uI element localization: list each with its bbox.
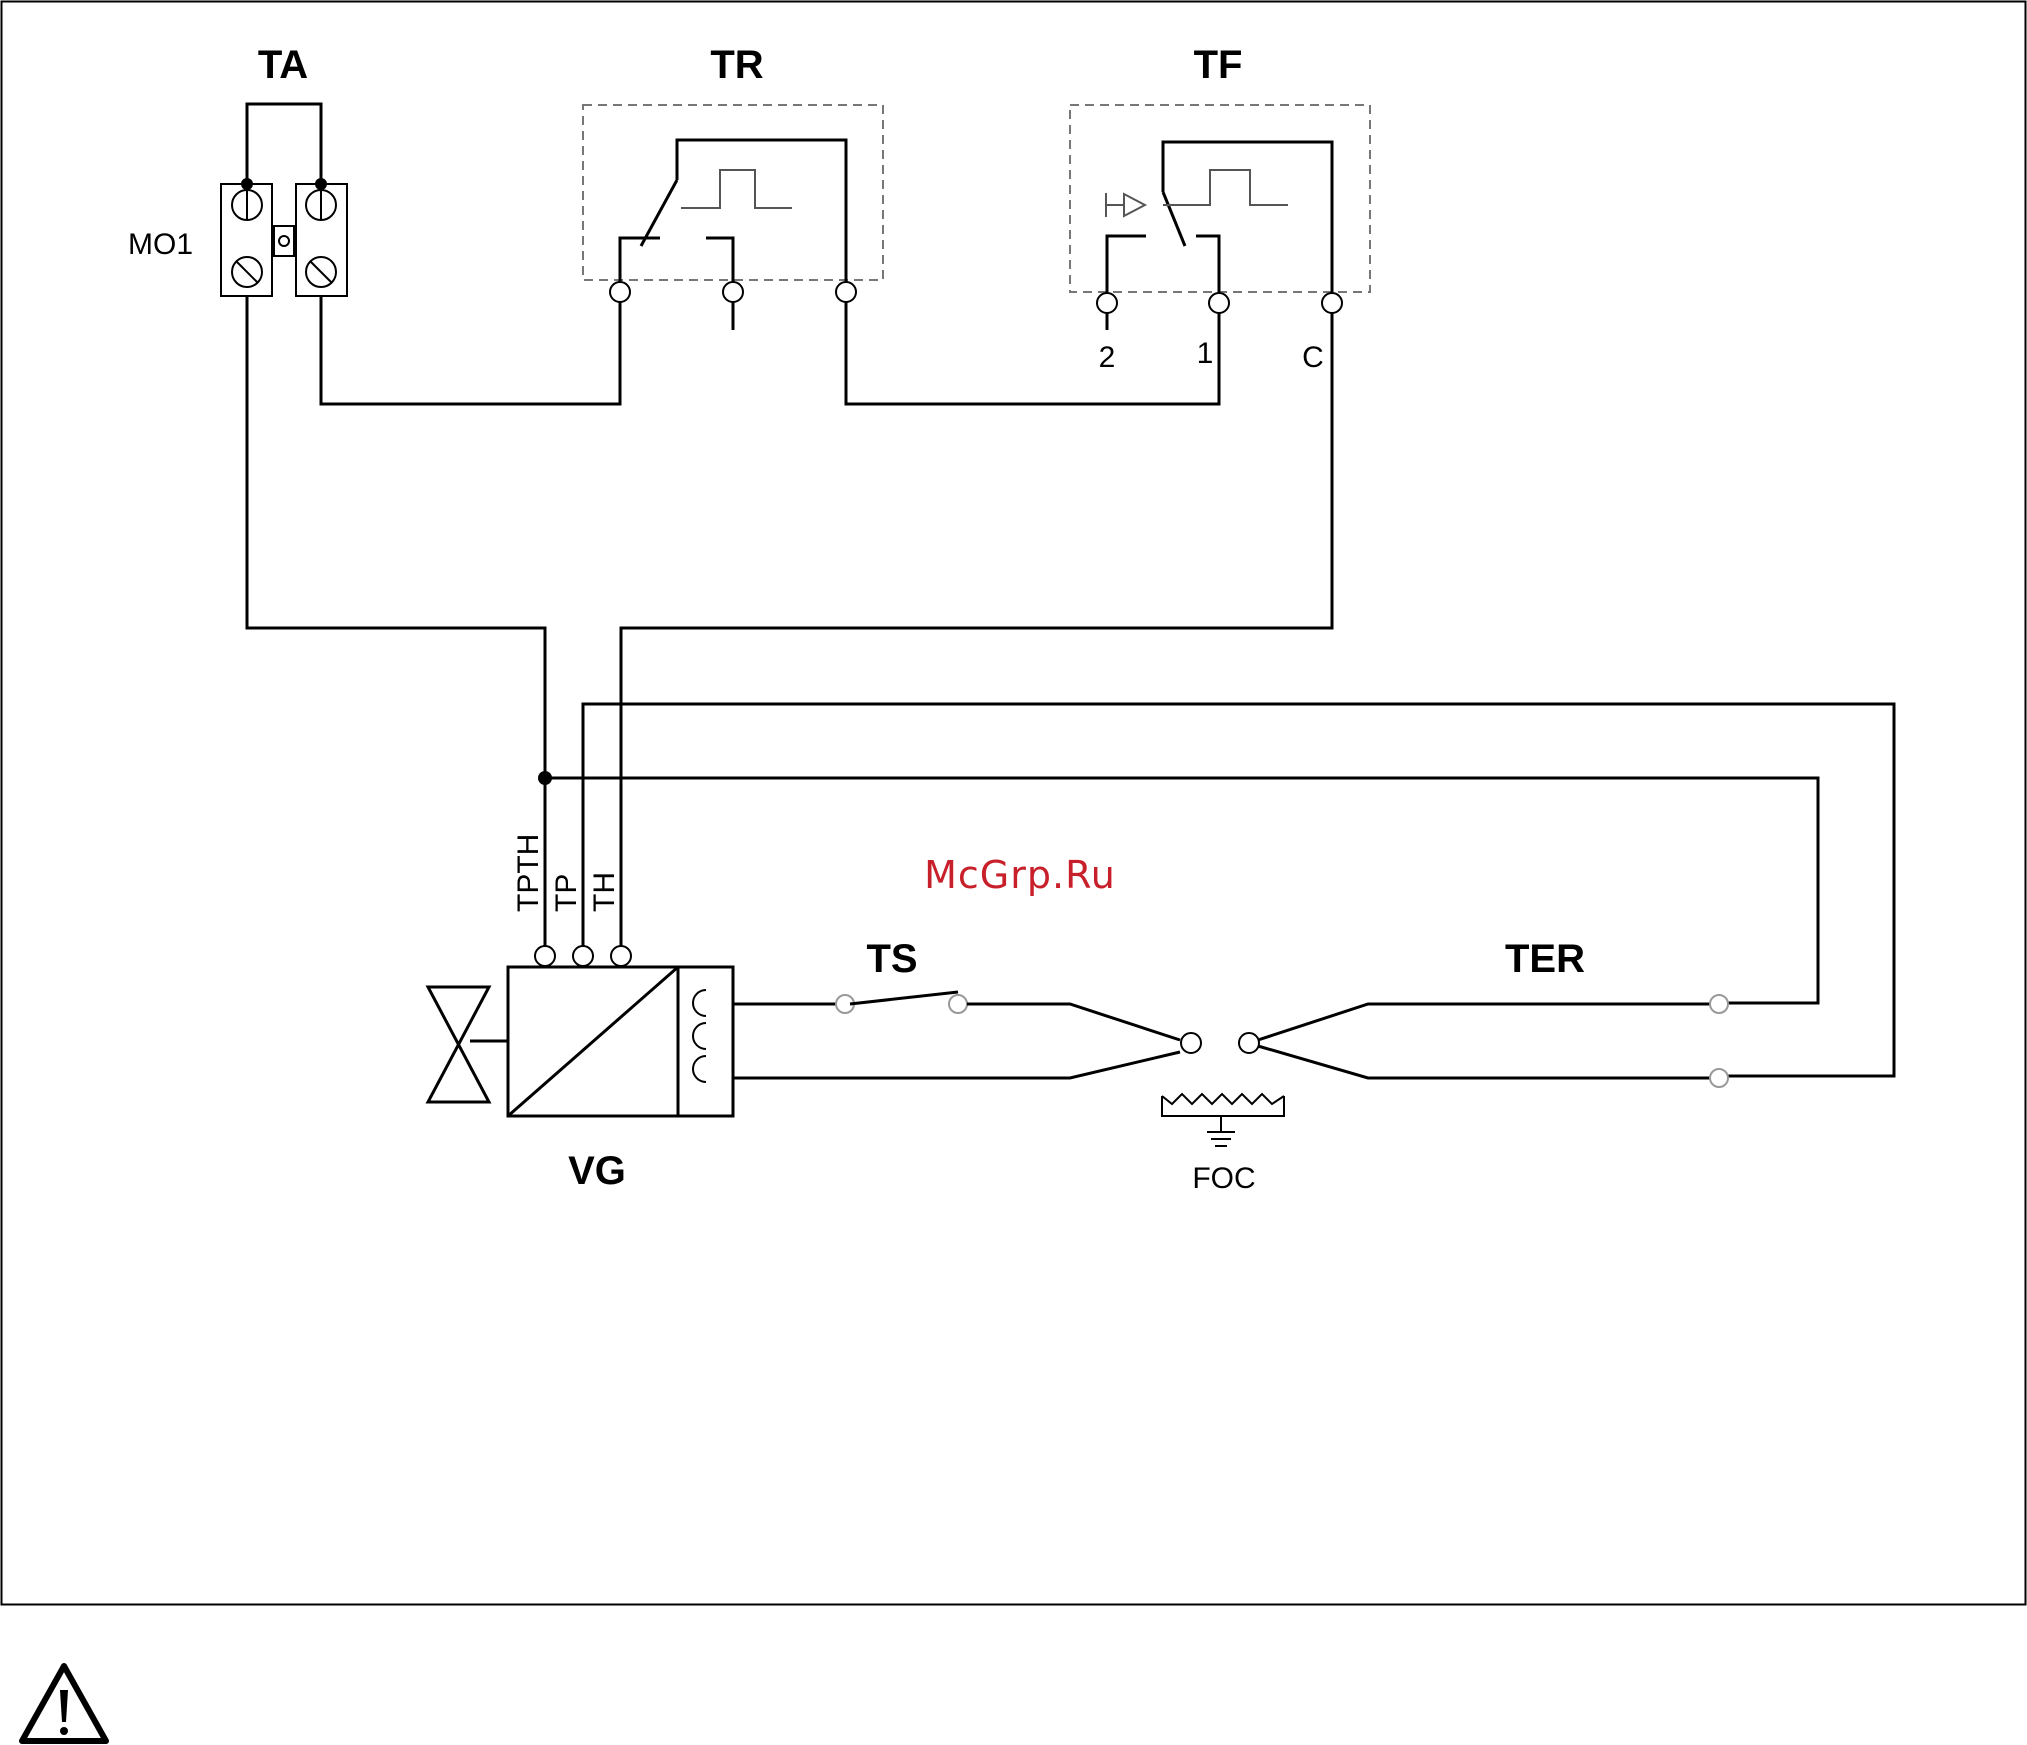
label-ter: TER bbox=[1505, 937, 1585, 981]
wire-tf-th bbox=[621, 313, 1332, 946]
label-tf-terminal-c: C bbox=[1302, 341, 1324, 374]
label-tpth: TPTH bbox=[512, 834, 545, 912]
foc-burner-electrodes bbox=[1162, 1033, 1284, 1146]
ta-wire-bridge bbox=[247, 104, 321, 184]
label-tf: TF bbox=[1194, 43, 1243, 87]
ts-safety-switch bbox=[733, 992, 1180, 1040]
tf-switch bbox=[1097, 142, 1342, 330]
warning-triangle-icon bbox=[22, 1666, 106, 1741]
watermark: McGrp.Ru bbox=[924, 853, 1116, 897]
mo1-terminal-block bbox=[221, 178, 347, 296]
diagram-frame bbox=[2, 2, 2026, 1605]
vg-gas-valve bbox=[428, 946, 733, 1116]
tpth-junction-dot bbox=[538, 771, 552, 785]
tr-switch bbox=[610, 140, 856, 330]
wire-tp-ter-outer bbox=[583, 704, 1894, 1076]
wire-tr-tf bbox=[846, 302, 1219, 404]
label-tr: TR bbox=[710, 43, 763, 87]
wire-ta-tpth bbox=[247, 296, 545, 946]
wire-ta-tr bbox=[321, 296, 620, 404]
label-tf-terminal-2: 2 bbox=[1099, 341, 1116, 374]
label-vg: VG bbox=[568, 1149, 626, 1193]
label-tf-terminal-1: 1 bbox=[1197, 337, 1214, 370]
label-mo1: MO1 bbox=[128, 228, 193, 261]
label-foc: FOC bbox=[1192, 1162, 1255, 1195]
wire-tpth-ter-inner bbox=[545, 778, 1818, 1003]
label-th: TH bbox=[588, 872, 621, 912]
ter-electrode-wiring bbox=[1258, 995, 1728, 1087]
wire-vg-foc-lower bbox=[733, 1052, 1180, 1078]
label-tp: TP bbox=[550, 874, 583, 912]
label-ts: TS bbox=[866, 937, 917, 981]
label-ta: TA bbox=[258, 43, 308, 87]
